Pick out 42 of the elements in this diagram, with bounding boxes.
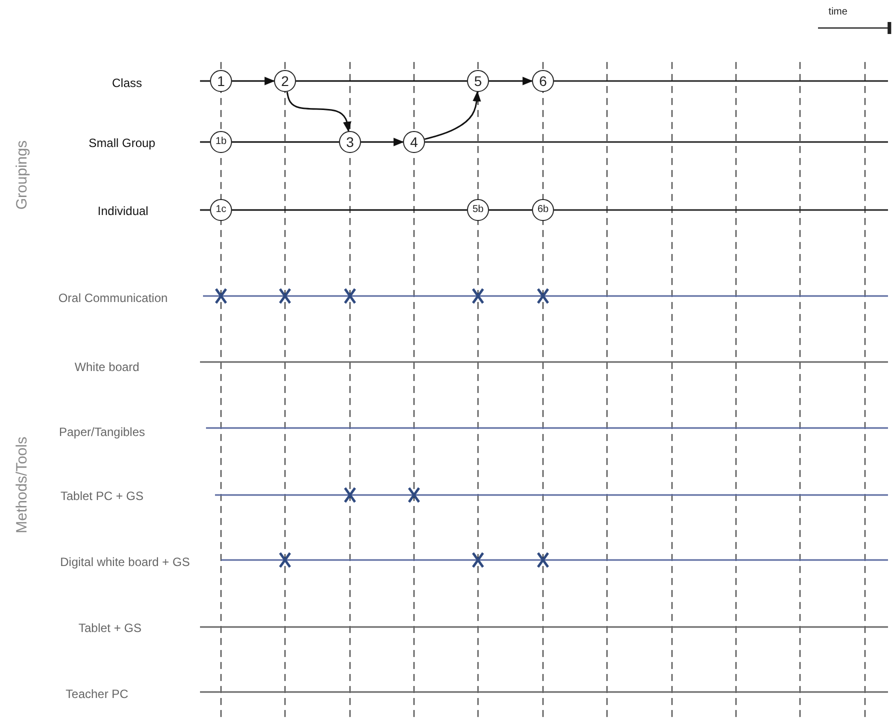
- step-circle: [467, 70, 489, 92]
- row-label: Teacher PC: [66, 687, 128, 701]
- arrow: [424, 90, 482, 140]
- arrow: [361, 138, 404, 146]
- arrow: [232, 76, 276, 86]
- step-number: 5: [474, 74, 482, 88]
- step-circle: [339, 131, 361, 153]
- connector-line: [232, 141, 339, 143]
- step-number: 1c: [216, 205, 226, 215]
- step-circle: [403, 131, 425, 153]
- step-number: 6: [539, 74, 547, 88]
- connector-line: [232, 209, 467, 211]
- step-number: 5b: [472, 205, 484, 215]
- arrow: [489, 76, 534, 86]
- step-circle: [532, 199, 554, 221]
- connector-line: [489, 209, 532, 211]
- step-circle: [210, 131, 232, 153]
- row-label: Individual: [98, 204, 148, 218]
- step-number: 4: [410, 135, 418, 149]
- step-circle: [532, 70, 554, 92]
- row-label: Small Group: [88, 136, 156, 150]
- step-number: 2: [281, 74, 289, 88]
- step-number: 1b: [215, 137, 227, 147]
- row-label: Tablet PC + GS: [60, 489, 144, 503]
- axis-label: time: [828, 6, 848, 18]
- step-circle: [274, 70, 296, 92]
- row-label: Paper/Tangibles: [58, 425, 146, 439]
- step-number: 6b: [537, 205, 549, 215]
- connector-line: [296, 80, 467, 82]
- row-label: Class: [112, 76, 142, 90]
- step-circle: [210, 199, 232, 221]
- row-label: Oral Communication: [58, 291, 168, 305]
- row-label: White board: [74, 360, 140, 374]
- step-number: 1: [217, 74, 225, 88]
- step-number: 3: [346, 135, 354, 149]
- group-label: Methods/Tools: [14, 436, 30, 534]
- step-circle: [210, 70, 232, 92]
- row-label: Digital white board + GS: [60, 555, 190, 569]
- step-circle: [467, 199, 489, 221]
- row-label: Tablet + GS: [78, 621, 142, 635]
- arrow: [286, 92, 352, 132]
- group-label: Groupings: [14, 140, 30, 210]
